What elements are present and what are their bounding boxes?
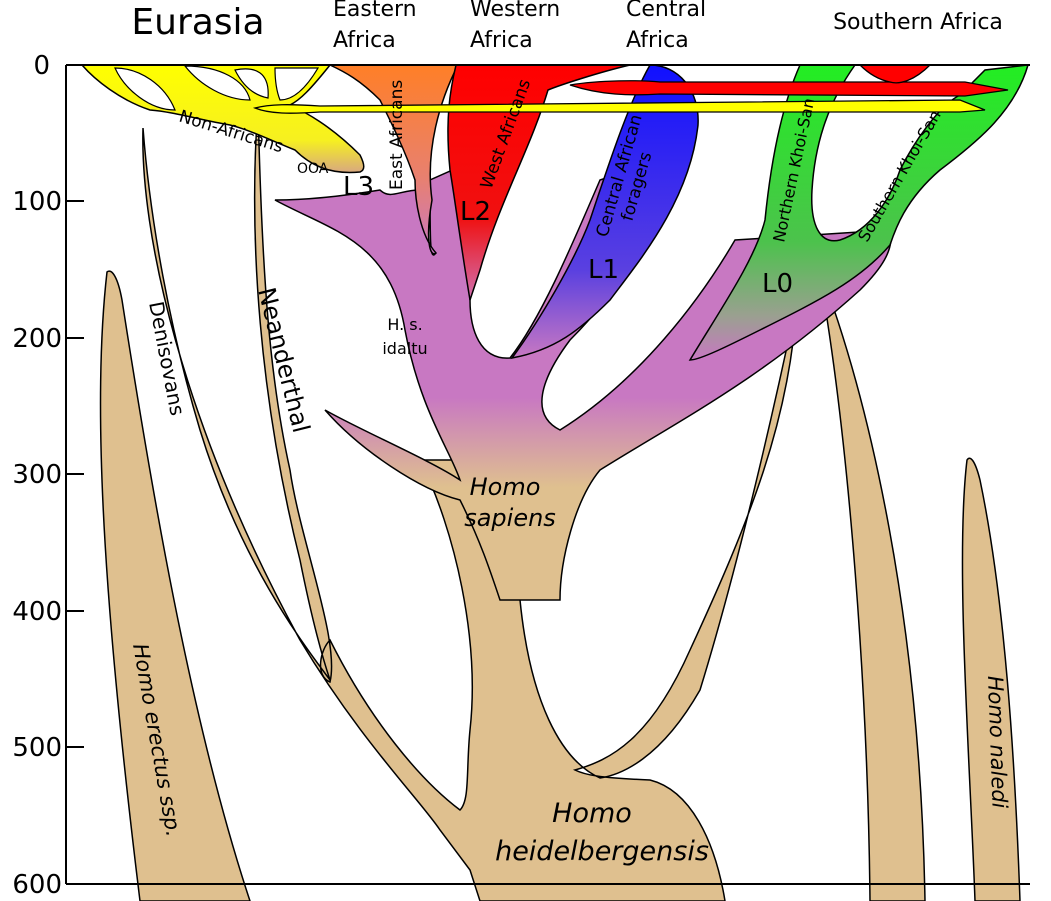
label-l3: L3	[343, 172, 374, 202]
tick-label: 600	[12, 870, 62, 900]
tick-label: 300	[12, 460, 62, 490]
label-l2: L2	[460, 197, 491, 227]
label-denisovans: Denisovans	[144, 299, 190, 417]
label-idaltu-1: H. s.	[387, 315, 422, 334]
region-eastern-line2: Africa	[333, 28, 396, 53]
tick-label: 0	[33, 51, 50, 81]
label-homo-naledi: Homo naledi	[983, 675, 1012, 809]
label-sapiens-1: Homo	[470, 473, 541, 501]
tick-labels: 0 100 200 300 400 500 600	[12, 51, 62, 900]
homo-naledi-branch	[961, 457, 1021, 901]
region-southern: Southern Africa	[833, 10, 1003, 35]
region-eurasia: Eurasia	[131, 2, 264, 43]
region-western-line1: Western	[470, 0, 560, 22]
region-headers: Eurasia Eastern Africa Western Africa Ce…	[131, 0, 1003, 53]
region-central-line1: Central	[626, 0, 706, 22]
label-l1: L1	[588, 255, 619, 285]
tick-label: 500	[12, 733, 62, 763]
tick-label: 400	[12, 597, 62, 627]
khoisan-branch	[688, 64, 1030, 361]
label-l0: L0	[762, 269, 793, 299]
label-neanderthal: Neanderthal	[252, 285, 315, 436]
non-african-gaps	[114, 65, 320, 111]
red-khoisan-admixture	[858, 64, 932, 84]
label-heidelbergensis-2: heidelbergensis	[495, 836, 709, 867]
tick-label: 200	[12, 324, 62, 354]
label-sapiens-2: sapiens	[464, 504, 556, 532]
region-central-line2: Africa	[626, 28, 689, 53]
west-african-branch	[447, 64, 631, 301]
region-eastern-line1: Eastern	[333, 0, 417, 22]
label-east-africans: East Africans	[387, 80, 407, 190]
label-idaltu-2: idaltu	[382, 339, 427, 358]
central-forager-branch	[510, 64, 699, 360]
label-ooa: OOA	[297, 161, 329, 177]
yellow-migration-band	[252, 99, 986, 114]
sapiens-lineages	[274, 64, 1030, 601]
tick-label: 100	[12, 187, 62, 217]
homo-erectus-branch	[99, 270, 251, 901]
time-axis	[65, 64, 1030, 885]
label-heidelbergensis-1: Homo	[552, 798, 632, 829]
region-western-line2: Africa	[470, 28, 533, 53]
southern-archaic-branch	[817, 264, 926, 901]
red-migration-band	[569, 80, 1009, 97]
